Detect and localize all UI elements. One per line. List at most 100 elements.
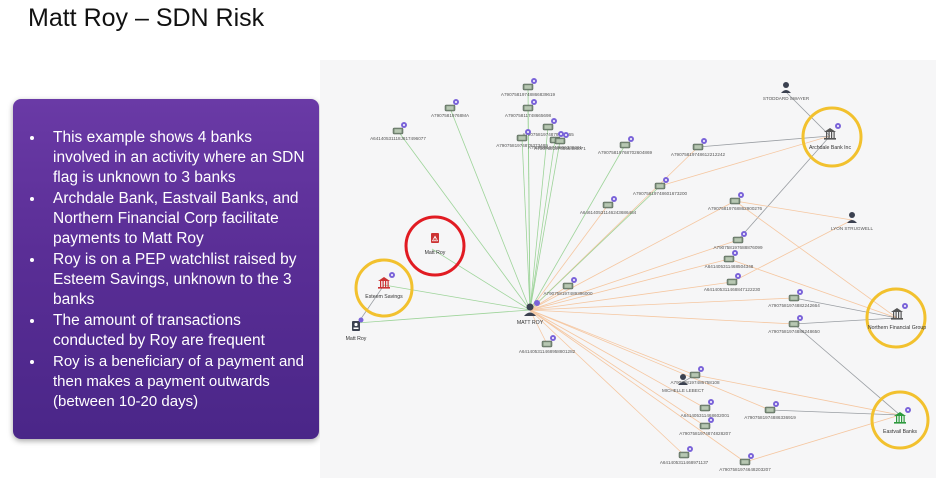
svg-text:A79075819768MA: A79075819768MA <box>431 113 470 118</box>
graph-edge <box>793 323 901 416</box>
graph-edge <box>529 204 609 311</box>
graph-edge <box>529 185 661 311</box>
person-node-lyon[interactable] <box>847 212 857 223</box>
svg-text:STODDARD SWAYER: STODDARD SWAYER <box>763 96 810 101</box>
graph-edge <box>737 135 831 241</box>
svg-text:A64140531118J817496077: A64140531118J817496077 <box>370 136 426 141</box>
svg-text:A7907581974879373489: A7907581974879373489 <box>496 143 548 148</box>
graph-highlights <box>354 106 930 450</box>
svg-text:A790758197486758108: A790758197486758108 <box>670 380 719 385</box>
account-node[interactable] <box>692 143 704 151</box>
svg-text:Matt Roy: Matt Roy <box>425 250 446 256</box>
svg-text:A79075819748601673200: A79075819748601673200 <box>633 191 688 196</box>
graph-edge <box>449 107 531 311</box>
bank-node-esteem-savings[interactable] <box>378 272 395 289</box>
graph-edge <box>397 130 531 311</box>
graph-edge <box>529 200 736 311</box>
slide-title: Matt Roy – SDN Risk <box>28 4 265 32</box>
svg-text:Esteem Savings: Esteem Savings <box>365 294 403 300</box>
graph-edge <box>529 239 739 311</box>
graph-edge <box>659 135 831 187</box>
graph-edge <box>529 297 795 311</box>
account-node[interactable] <box>654 182 666 190</box>
graph-edge <box>529 126 549 311</box>
account-node[interactable] <box>723 255 735 263</box>
svg-text:A79075819748866839619: A79075819748866839619 <box>501 92 556 97</box>
svg-text:A7907581974882242664: A7907581974882242664 <box>768 303 820 308</box>
account-node[interactable] <box>392 127 404 135</box>
svg-text:A79075819748612212242: A79075819748612212242 <box>671 152 726 157</box>
graph-edge <box>529 309 746 463</box>
account-node[interactable] <box>788 320 800 328</box>
svg-text:A7907581976856486071: A7907581976856486071 <box>534 146 586 151</box>
account-node[interactable] <box>739 458 751 466</box>
account-node[interactable] <box>516 134 528 142</box>
svg-text:A641405311468847122230: A641405311468847122230 <box>704 287 761 292</box>
account-node[interactable] <box>732 236 744 244</box>
watchlist-highlight-ring <box>404 215 466 277</box>
account-node[interactable] <box>542 123 554 131</box>
graph-edge <box>529 281 733 311</box>
svg-text:Northern Financial Group: Northern Financial Group <box>868 325 926 331</box>
bullet-panel: This example shows 4 banks involved in a… <box>13 99 319 439</box>
account-node[interactable] <box>619 141 631 149</box>
bullet-item: The amount of transactions conducted by … <box>45 310 307 351</box>
account-node[interactable] <box>699 404 711 412</box>
graph-edges <box>355 86 901 463</box>
graph-edge <box>744 414 901 463</box>
account-node[interactable] <box>444 104 456 112</box>
network-graph-background <box>320 60 936 478</box>
svg-text:Archdale Bank Inc: Archdale Bank Inc <box>809 145 852 151</box>
account-node[interactable] <box>788 294 800 302</box>
graph-edge <box>521 137 531 311</box>
bank-node-archdale[interactable] <box>824 123 841 140</box>
eastvail-highlight-ring <box>870 390 930 450</box>
account-node[interactable] <box>764 406 776 414</box>
person-node-michelle[interactable] <box>678 374 688 385</box>
person-node-stoddard[interactable] <box>781 82 791 93</box>
graph-edge <box>694 374 901 416</box>
account-node[interactable] <box>562 282 574 290</box>
account-node[interactable] <box>689 371 701 379</box>
svg-text:A641405311468971137: A641405311468971137 <box>660 460 709 465</box>
graph-edge <box>734 200 853 221</box>
graph-edge <box>529 140 561 311</box>
svg-text:A7907581974648203207: A7907581974648203207 <box>719 467 771 472</box>
graph-edge <box>356 309 531 324</box>
graph-edge <box>734 200 898 319</box>
account-node[interactable] <box>678 451 690 459</box>
graph-edge <box>383 284 531 311</box>
bullet-item: Roy is a beneficiary of a payment and th… <box>45 351 307 412</box>
svg-text:MICHELLE LEBECT: MICHELLE LEBECT <box>662 388 704 393</box>
graph-edge <box>529 309 696 376</box>
bank-node-eastvail[interactable] <box>894 407 911 424</box>
bank-node-northern-financial[interactable] <box>891 303 908 320</box>
svg-text:A641405311468602001: A641405311468602001 <box>681 413 730 418</box>
graph-edge <box>793 297 898 319</box>
graph-edge <box>529 309 771 411</box>
svg-text:LYON STRUGWELL: LYON STRUGWELL <box>831 226 873 231</box>
account-node[interactable] <box>541 340 553 348</box>
svg-text:A641405311468958801282: A641405311468958801282 <box>519 349 576 354</box>
svg-text:⚠: ⚠ <box>432 235 439 243</box>
center-person-node[interactable] <box>524 300 540 316</box>
svg-text:A7907581974879376165: A7907581974879376165 <box>522 132 574 137</box>
id-card-node[interactable] <box>352 317 364 332</box>
svg-text:A79075819768702604869: A79075819768702604869 <box>598 150 653 155</box>
account-node[interactable] <box>522 83 534 91</box>
account-node[interactable] <box>729 197 741 205</box>
watchlist-node[interactable]: ⚠ <box>431 233 439 243</box>
account-node[interactable] <box>726 278 738 286</box>
bullet-item: This example shows 4 banks involved in a… <box>45 127 307 188</box>
graph-edge <box>785 91 831 137</box>
bullet-list: This example shows 4 banks involved in a… <box>25 127 307 412</box>
archdale-highlight-ring <box>801 106 863 168</box>
graph-edge <box>731 219 853 283</box>
svg-text:A79075819748866339261: A79075819748866339261 <box>528 145 583 150</box>
account-node[interactable] <box>699 422 711 430</box>
account-node[interactable] <box>522 104 534 112</box>
account-node[interactable] <box>554 137 566 145</box>
account-node[interactable] <box>602 201 614 209</box>
